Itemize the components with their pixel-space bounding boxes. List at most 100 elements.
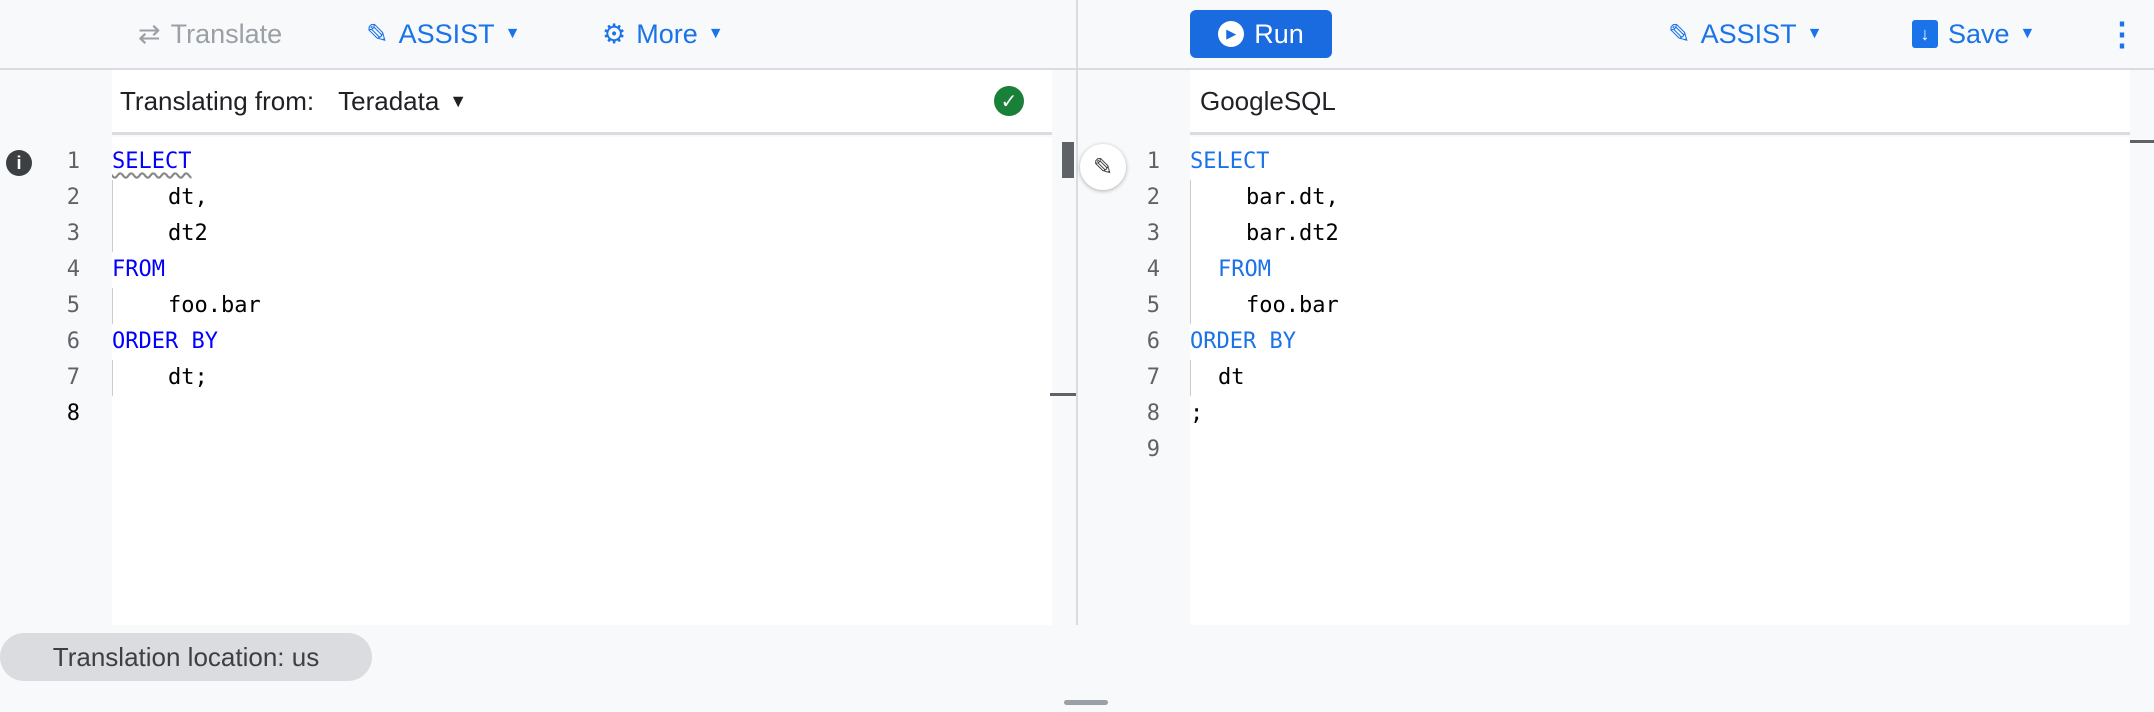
- sql-keyword: SELECT: [112, 149, 192, 174]
- code-line: SELECT: [112, 144, 1052, 180]
- code-text: dt,: [168, 185, 208, 210]
- sql-keyword: SELECT: [1190, 149, 1270, 174]
- code-line: FROM: [112, 252, 1052, 288]
- code-line: dt,: [112, 180, 1052, 216]
- line-number: 6: [66, 329, 80, 354]
- code-text: foo.bar: [1246, 293, 1339, 318]
- code-line: dt2: [112, 216, 1052, 252]
- code-text: foo.bar: [168, 293, 261, 318]
- sql-keyword: ORDER BY: [1190, 329, 1296, 354]
- translate-button[interactable]: ⇄ Translate: [138, 0, 282, 68]
- line-number: 2: [66, 185, 80, 210]
- indent-guide: [1190, 360, 1191, 396]
- check-circle-icon: ✓: [994, 86, 1024, 116]
- code-line: dt;: [112, 360, 1052, 396]
- scrollbar-thumb[interactable]: [1062, 142, 1074, 178]
- run-button[interactable]: ▶ Run: [1190, 10, 1332, 58]
- indent-guide: [1190, 180, 1191, 216]
- code-line: SELECT: [1190, 144, 2130, 180]
- line-number: 5: [1146, 293, 1160, 318]
- code-line: bar.dt2: [1190, 216, 2130, 252]
- more-label: More: [636, 18, 698, 49]
- indent-guide: [1190, 252, 1191, 288]
- right-header: GoogleSQL: [1190, 70, 2130, 135]
- translate-label: Translate: [170, 18, 283, 49]
- code-line: [112, 396, 1052, 432]
- code-line: FROM: [1190, 252, 2130, 288]
- line-number: 2: [1146, 185, 1160, 210]
- code-line: [1190, 432, 2130, 468]
- indent-guide: [112, 288, 113, 324]
- left-assist-button[interactable]: ✎ ASSIST ▼: [366, 0, 521, 68]
- code-line: foo.bar: [112, 288, 1052, 324]
- line-number: 1: [66, 149, 80, 174]
- pane-divider[interactable]: [1076, 0, 1078, 625]
- line-number: 7: [66, 365, 80, 390]
- caret-down-icon: ▼: [504, 25, 521, 42]
- line-number: 8: [1146, 401, 1160, 426]
- line-number: 5: [66, 293, 80, 318]
- sql-keyword: FROM: [112, 257, 165, 282]
- assist-label: ASSIST: [398, 18, 495, 49]
- toolbar: ⇄Translate ✎ASSIST▼ ⚙More▼ ▶Run ✎ASSIST▼…: [0, 0, 2154, 70]
- caret-down-icon: ▼: [449, 90, 468, 111]
- line-number: 4: [1146, 257, 1160, 282]
- code-text: ;: [1190, 401, 1204, 426]
- download-icon: ↓: [1912, 20, 1938, 48]
- sql-keyword: ORDER BY: [112, 329, 218, 354]
- line-number: 6: [1146, 329, 1160, 354]
- line-number: 8: [66, 401, 80, 426]
- play-circle-icon: ▶: [1218, 21, 1245, 47]
- dialect-value: Teradata: [338, 85, 440, 116]
- magic-pen-icon: ✎: [1668, 18, 1691, 49]
- code-text: dt2: [168, 221, 208, 246]
- indent-guide: [112, 360, 113, 396]
- more-button[interactable]: ⚙More▼: [602, 0, 724, 68]
- code-line: ;: [1190, 396, 2130, 432]
- assist-pen-icon[interactable]: ✎: [1080, 144, 1126, 190]
- info-icon[interactable]: i: [6, 150, 32, 176]
- line-number: 7: [1146, 365, 1160, 390]
- source-dialect-select[interactable]: Teradata ▼: [338, 86, 467, 117]
- line-number: 3: [66, 221, 80, 246]
- translation-location-chip[interactable]: Translation location: us: [0, 633, 372, 681]
- code-line: bar.dt,: [1190, 180, 2130, 216]
- caret-down-icon: ▼: [2019, 25, 2036, 42]
- right-line-numbers: 1 2 3 4 5 6 7 8 9: [1110, 144, 1160, 468]
- code-line: dt: [1190, 360, 2130, 396]
- magic-pen-icon: ✎: [366, 18, 389, 49]
- sql-keyword: FROM: [1218, 257, 1271, 282]
- line-number: 4: [66, 257, 80, 282]
- code-text: dt;: [168, 365, 208, 390]
- line-number: 9: [1146, 437, 1160, 462]
- indent-guide: [1190, 216, 1191, 252]
- right-assist-button[interactable]: ✎ASSIST▼: [1668, 0, 1823, 68]
- overview-ruler-mark: [2130, 140, 2154, 143]
- indent-guide: [1190, 288, 1191, 324]
- run-label: Run: [1254, 18, 1304, 49]
- caret-down-icon: ▼: [1806, 25, 1823, 42]
- code-text: bar.dt,: [1246, 185, 1339, 210]
- line-number: 1: [1146, 149, 1160, 174]
- translation-location-label: Translation location: us: [52, 641, 320, 672]
- more-vert-icon[interactable]: ⋮: [2106, 16, 2138, 52]
- resize-handle[interactable]: [1064, 700, 1108, 705]
- code-line: ORDER BY: [112, 324, 1052, 360]
- overview-ruler-mark: [1050, 393, 1076, 396]
- indent-guide: [112, 180, 113, 216]
- save-button[interactable]: ↓ Save ▼: [1912, 0, 2035, 68]
- code-text: dt: [1218, 365, 1245, 390]
- save-label: Save: [1948, 18, 2010, 49]
- code-line: foo.bar: [1190, 288, 2130, 324]
- caret-down-icon: ▼: [707, 25, 724, 42]
- swap-icon: ⇄: [138, 18, 161, 49]
- code-line: ORDER BY: [1190, 324, 2130, 360]
- line-number: 3: [1146, 221, 1160, 246]
- indent-guide: [112, 216, 113, 252]
- translating-from-label: Translating from:: [120, 85, 315, 116]
- left-header: Translating from: Teradata ▼ ✓: [112, 70, 1052, 135]
- code-text: bar.dt2: [1246, 221, 1339, 246]
- target-dialect-label: GoogleSQL: [1200, 85, 1336, 116]
